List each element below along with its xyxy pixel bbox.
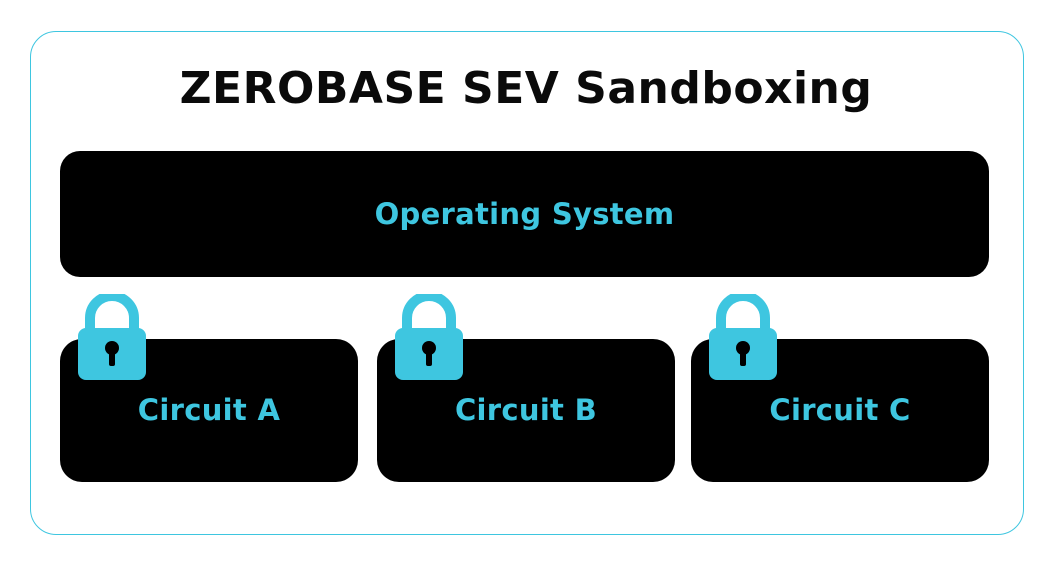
operating-system-box: Operating System <box>60 151 989 277</box>
operating-system-label: Operating System <box>374 197 675 231</box>
diagram-title: ZEROBASE SEV Sandboxing <box>179 63 873 114</box>
padlock-icon <box>709 294 777 380</box>
padlock-icon <box>395 294 463 380</box>
padlock-icon <box>78 294 146 380</box>
circuit-b-label: Circuit B <box>454 393 598 427</box>
circuit-a-label: Circuit A <box>137 393 281 427</box>
circuit-b-box: Circuit B <box>377 339 675 482</box>
circuit-c-label: Circuit C <box>769 393 911 427</box>
